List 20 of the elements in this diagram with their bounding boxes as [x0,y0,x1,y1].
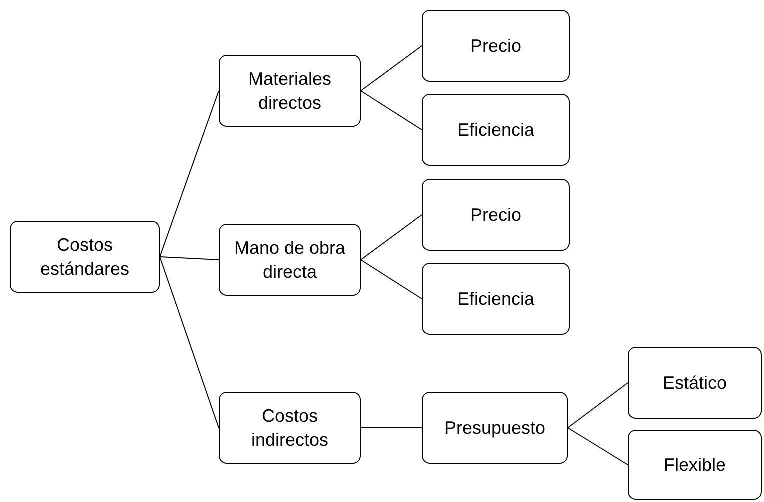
tree-box: Eficiencia [422,94,570,166]
connector-line [160,90,220,258]
connector-line [360,260,422,300]
tree-box: Materiales directos [219,55,361,127]
connector-line [160,256,220,428]
connector-line [568,382,628,428]
connector-line [360,90,422,130]
tree-box: Mano de obra directa [219,224,361,296]
tree-box: Flexible [628,430,762,500]
tree-box: Costos indirectos [219,392,361,464]
tree-box: Eficiencia [422,263,570,335]
connector-line [160,256,220,260]
tree-box: Precio [422,179,570,251]
tree-box: Presupuesto [422,392,568,464]
connector-line [568,428,628,466]
connector-line [360,214,422,260]
tree-box: Estático [628,347,762,419]
tree-box: Costos estándares [10,221,160,293]
tree-box: Precio [422,10,570,82]
connector-line [360,46,422,92]
